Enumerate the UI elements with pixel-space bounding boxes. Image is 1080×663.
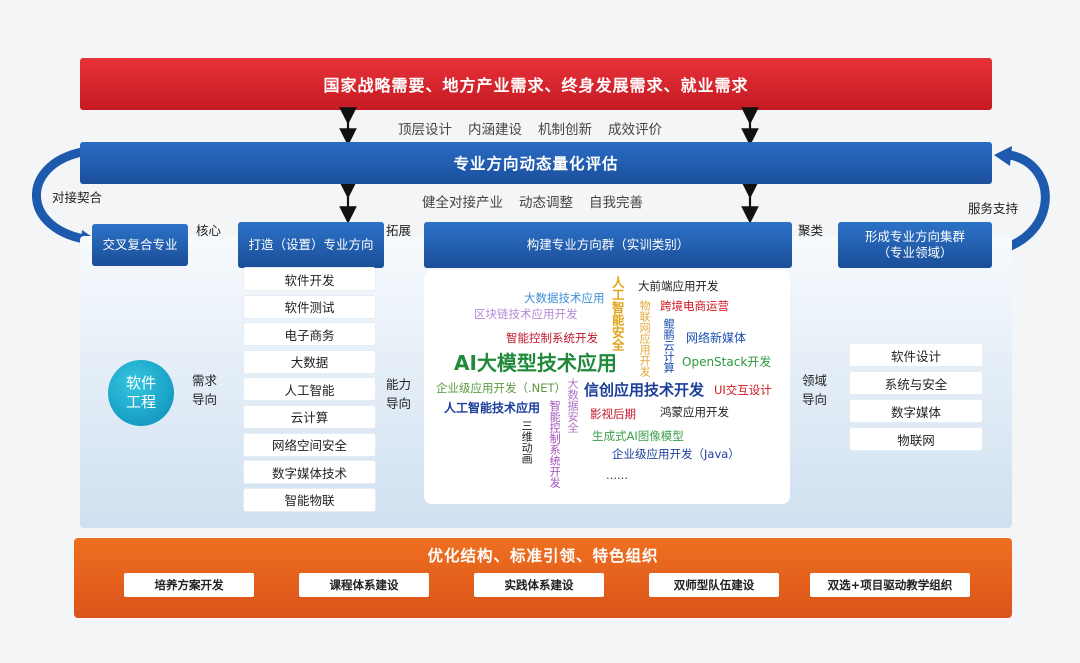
bottom-title: 优化结构、标准引领、特色组织 <box>427 547 659 565</box>
box-set-direction: 打造（设置）专业方向 <box>238 222 384 268</box>
demand-label: 需求 导向 <box>192 372 217 410</box>
top-banner: 国家战略需要、地方产业需求、终身发展需求、就业需求 <box>80 58 992 110</box>
mid-row-1: 顶层设计 内涵建设 机制创新 成效评价 <box>398 118 662 138</box>
mid-row-2-item: 自我完善 <box>589 195 643 211</box>
mid-row-1-item: 成效评价 <box>608 122 662 138</box>
direction-word-cloud: 大数据技术应用 区块链技术应用开发 智能控制系统开发 AI大模型技术应用 企业级… <box>424 270 790 504</box>
list-item: 软件设计 <box>850 344 982 366</box>
box-direction-cluster: 形成专业方向集群 （专业领域） <box>838 222 992 268</box>
ability-label: 能力 导向 <box>386 376 411 414</box>
directions-list: 软件开发 软件测试 电子商务 大数据 人工智能 云计算 网络空间安全 数字媒体技… <box>244 268 375 511</box>
box-set-direction-label: 打造（设置）专业方向 <box>248 236 374 252</box>
bottom-item: 培养方案开发 <box>124 573 254 597</box>
arrow-expand-label: 拓展 <box>386 223 412 238</box>
list-item: 数字媒体技术 <box>244 461 375 484</box>
bottom-orange-panel: 优化结构、标准引领、特色组织 培养方案开发 课程体系建设 实践体系建设 双师型队… <box>74 538 1012 618</box>
box-direction-cluster-line2: （专业领域） <box>877 245 953 260</box>
ability-label-line2: 导向 <box>386 395 412 411</box>
list-item: 电子商务 <box>244 323 375 346</box>
bottom-item: 双选+项目驱动教学组织 <box>810 573 970 597</box>
ability-label-line1: 能力 <box>386 377 412 392</box>
cloud-word: UI交互设计 <box>714 383 772 397</box>
cloud-word: …… <box>606 469 628 482</box>
demand-label-line1: 需求 <box>192 373 218 388</box>
cloud-word: 智能控制系统开发 <box>548 400 562 488</box>
cloud-word: 企业级应用开发（Java） <box>612 447 740 461</box>
cloud-word: 三维动画 <box>520 420 534 464</box>
box-direction-group-label: 构建专业方向群（实训类别） <box>526 236 690 252</box>
cloud-word: 区块链技术应用开发 <box>474 307 578 321</box>
cloud-word: AI大模型技术应用 <box>454 351 617 375</box>
list-item: 云计算 <box>244 405 375 428</box>
cloud-word: 生成式AI图像模型 <box>592 429 684 443</box>
mid-row-1-item: 顶层设计 <box>398 122 452 138</box>
cloud-word: 大前端应用开发 <box>638 279 719 293</box>
circle-line1: 软件 <box>125 374 156 393</box>
side-right-label: 服务支持 <box>968 201 1019 216</box>
eval-bar: 专业方向动态量化评估 <box>80 142 992 184</box>
cloud-word: 影视后期 <box>590 407 636 421</box>
cloud-word: 物联网应用开发 <box>638 300 652 377</box>
domain-guide-label: 领域 导向 <box>802 372 827 410</box>
list-item: 物联网 <box>850 428 982 450</box>
mid-row-2: 健全对接产业 动态调整 自我完善 <box>422 191 643 211</box>
list-item: 软件测试 <box>244 295 375 318</box>
cloud-word: 网络新媒体 <box>686 331 747 345</box>
bottom-item: 双师型队伍建设 <box>649 573 779 597</box>
cloud-word: 鸿蒙应用开发 <box>660 405 729 419</box>
mid-row-2-item: 动态调整 <box>519 195 573 211</box>
cloud-word: 跨境电商运营 <box>660 299 729 313</box>
box-direction-group: 构建专业方向群（实训类别） <box>424 222 792 268</box>
list-item: 数字媒体 <box>850 400 982 422</box>
list-item: 人工智能 <box>244 378 375 401</box>
cloud-word: 大数据技术应用 <box>524 291 605 305</box>
demand-label-line2: 导向 <box>192 391 218 407</box>
box-cross-major: 交叉复合专业 <box>92 224 188 266</box>
cloud-word: 大数据安全 <box>566 378 580 433</box>
cloud-word: 企业级应用开发（.NET） <box>436 381 567 395</box>
cloud-word: OpenStack开发 <box>682 355 772 369</box>
box-cross-major-label: 交叉复合专业 <box>102 236 178 252</box>
list-item: 软件开发 <box>244 268 375 290</box>
list-item: 网络空间安全 <box>244 433 375 456</box>
cloud-word: 人工智能安全 <box>609 276 625 351</box>
software-engineering-circle: 软件 工程 <box>108 360 174 426</box>
list-item: 智能物联 <box>244 488 375 511</box>
bottom-item: 实践体系建设 <box>474 573 604 597</box>
mid-row-1-item: 内涵建设 <box>468 122 522 138</box>
list-item: 大数据 <box>244 350 375 373</box>
domain-guide-line2: 导向 <box>802 391 828 407</box>
cloud-word: 鲲鹏云计算 <box>662 318 676 373</box>
box-direction-cluster-line1: 形成专业方向集群 <box>864 228 965 244</box>
bottom-item: 课程体系建设 <box>299 573 429 597</box>
domains-list: 软件设计 系统与安全 数字媒体 物联网 <box>850 344 982 450</box>
circle-line2: 工程 <box>125 393 156 411</box>
mid-row-2-item: 健全对接产业 <box>422 195 503 211</box>
arrow-core-label: 核心 <box>196 223 222 238</box>
domain-guide-line1: 领域 <box>802 373 828 388</box>
mid-row-1-item: 机制创新 <box>538 122 592 138</box>
cloud-word: 人工智能技术应用 <box>444 401 541 415</box>
side-left-label: 对接契合 <box>52 190 103 205</box>
arrow-cluster-label: 聚类 <box>798 223 824 238</box>
cloud-word: 信创应用技术开发 <box>584 381 705 399</box>
cloud-word: 智能控制系统开发 <box>506 331 598 345</box>
list-item: 系统与安全 <box>850 372 982 394</box>
